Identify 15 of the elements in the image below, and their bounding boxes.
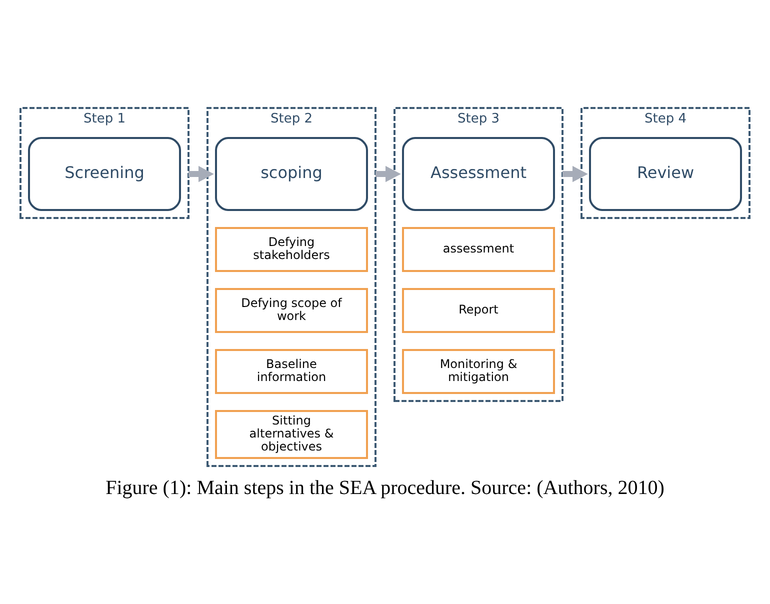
arrow: [376, 166, 401, 182]
node-box: Report: [402, 288, 555, 333]
arrow: [188, 166, 214, 182]
node-box: Defying stakeholders: [215, 227, 368, 272]
caption: Figure (1): Main steps in the SEA procedure. Source: (Authors, 2010): [106, 477, 664, 499]
node-box: assessment: [402, 227, 555, 272]
node-box: Sitting alternatives & objectives: [215, 410, 368, 459]
node-box: Review: [589, 137, 742, 211]
arrow: [562, 166, 588, 182]
node-box: Baseline information: [215, 349, 368, 394]
node-box: Monitoring & mitigation: [402, 349, 555, 394]
node-box: scoping: [215, 137, 368, 211]
node-box: Assessment: [402, 137, 555, 211]
node-box: Defying scope of work: [215, 288, 368, 333]
node-box: Screening: [28, 137, 181, 211]
